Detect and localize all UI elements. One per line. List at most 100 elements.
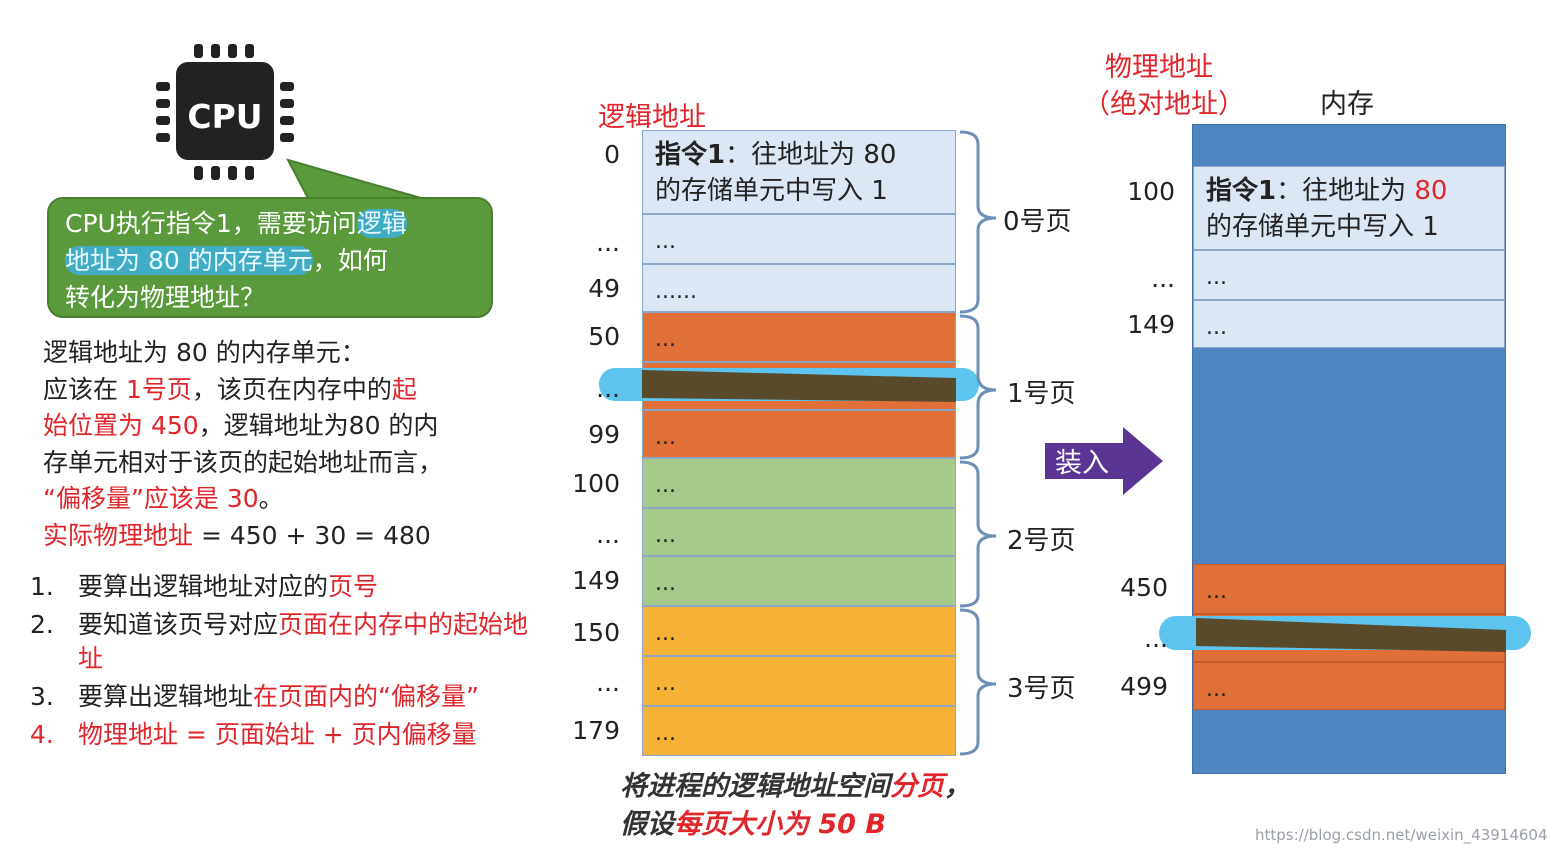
cell-text: ... bbox=[655, 229, 676, 254]
step-text: 要算出逻辑地址 bbox=[78, 682, 254, 711]
physical-address-title: 物理地址 bbox=[1105, 52, 1213, 83]
logical-cell: ... bbox=[642, 556, 956, 606]
logical-cell: ... bbox=[642, 214, 956, 264]
cell-text: ... bbox=[655, 425, 676, 450]
explain-span: 始位置为 450 bbox=[43, 411, 199, 440]
logical-address-label: 179 bbox=[572, 716, 620, 745]
cpu-chip-icon: CPU bbox=[150, 40, 300, 180]
logical-address-label: ... bbox=[596, 520, 620, 549]
caption-highlight: 每页大小为 50 B bbox=[674, 809, 886, 840]
page-braces bbox=[959, 130, 997, 756]
instruction-label: 指令1 bbox=[655, 140, 726, 170]
logical-address-label: 0 bbox=[604, 140, 620, 169]
bubble-highlight: 地址为 80 的内存单元 bbox=[65, 246, 313, 275]
step-item: 4.物理地址 = 页面始址 + 页内偏移量 bbox=[30, 718, 550, 752]
step-number: 1. bbox=[30, 572, 54, 601]
bubble-text: 转化为物理地址？ bbox=[65, 283, 266, 312]
logical-address-label: 149 bbox=[572, 566, 620, 595]
step-highlight: 页面在内存中的起始地址 bbox=[78, 610, 529, 673]
step-highlight: 页号 bbox=[328, 572, 379, 601]
cell-text: ... bbox=[655, 621, 676, 646]
brace-page-2 bbox=[959, 460, 997, 608]
caption-highlight: 分页 bbox=[890, 771, 944, 802]
logical-cell-instruction: 指令1：往地址为 80 的存储单元中写入 1 bbox=[642, 130, 956, 214]
page-label-3: 3号页 bbox=[1007, 674, 1076, 704]
memory-highlight bbox=[1159, 616, 1531, 652]
memory-address-label: 450 bbox=[1120, 573, 1168, 602]
logical-address-label: 100 bbox=[572, 469, 620, 498]
logical-cell: ... bbox=[642, 312, 956, 362]
step-number: 2. bbox=[30, 610, 54, 639]
step-number: 3. bbox=[30, 682, 54, 711]
logical-cell: ... bbox=[642, 706, 956, 756]
explain-span: ，该页在内存中的 bbox=[191, 374, 392, 404]
watermark: https://blog.csdn.net/weixin_43914604 bbox=[1255, 826, 1548, 844]
memory-address-label: ... bbox=[1144, 624, 1168, 653]
memory-address-label: 499 bbox=[1120, 672, 1168, 701]
logical-address-label: 49 bbox=[588, 274, 620, 303]
explain-span: 实际物理地址 bbox=[43, 520, 194, 550]
instruction-label: 指令1 bbox=[1206, 176, 1277, 206]
explain-span: 。 bbox=[258, 484, 284, 513]
bubble-highlight: 逻辑 bbox=[356, 209, 407, 238]
step-highlight: 物理地址 = 页面始址 + 页内偏移量 bbox=[78, 720, 477, 749]
step-text: 要知道该页号对应 bbox=[78, 610, 279, 639]
cell-text: ... bbox=[655, 473, 676, 498]
explain-line: 存单元相对于该页的起始地址而言， bbox=[43, 447, 444, 477]
question-bubble: CPU执行指令1，需要访问逻辑 地址为 80 的内存单元，如何 转化为物理地址？ bbox=[47, 197, 493, 318]
explanation-text: 逻辑地址为 80 的内存单元： 应该在 1号页，该页在内存中的起 始位置为 45… bbox=[43, 335, 543, 554]
memory-cell: ... bbox=[1193, 300, 1505, 348]
step-item: 1. 要算出逻辑地址对应的页号 bbox=[30, 570, 550, 604]
cpu-label: CPU bbox=[187, 97, 263, 136]
logical-cell: ... bbox=[642, 508, 956, 556]
cell-text: ... bbox=[655, 327, 676, 352]
bubble-text: CPU执行指令1，需要访问 bbox=[65, 209, 357, 238]
memory-address-label: ... bbox=[1151, 264, 1175, 293]
absolute-address-title: （绝对地址） bbox=[1083, 89, 1245, 120]
logical-cell: ... bbox=[642, 410, 956, 458]
logical-address-label: ... bbox=[596, 374, 620, 403]
memory-cell: ... bbox=[1193, 564, 1505, 614]
memory-label: 内存 bbox=[1320, 89, 1374, 120]
explain-span: = 450 + 30 = 480 bbox=[193, 520, 431, 550]
logical-address-label: 150 bbox=[572, 618, 620, 647]
step-text: 要算出逻辑地址对应的 bbox=[78, 572, 329, 601]
page-label-1: 1号页 bbox=[1007, 379, 1076, 409]
logical-cell: ... bbox=[642, 458, 956, 508]
step-item: 3. 要算出逻辑地址在页面内的“偏移量” bbox=[30, 680, 550, 714]
logical-cell: ... bbox=[642, 606, 956, 656]
memory-cell-instruction: 指令1：往地址为 80 的存储单元中写入 1 bbox=[1193, 166, 1505, 250]
page-label-2: 2号页 bbox=[1007, 526, 1076, 556]
step-item: 2. 要知道该页号对应页面在内存中的起始地址 bbox=[30, 608, 550, 676]
logical-cell: ...... bbox=[642, 264, 956, 312]
load-arrow: 装入 bbox=[1043, 425, 1165, 497]
memory-cell: ... bbox=[1193, 250, 1505, 300]
cell-text: ...... bbox=[655, 279, 697, 304]
instruction-text: ：往地址为 bbox=[1276, 176, 1415, 206]
memory-cell: ... bbox=[1193, 662, 1505, 710]
step-highlight: 在页面内的“偏移量” bbox=[253, 682, 479, 711]
explain-line: 逻辑地址为 80 的内存单元： bbox=[43, 338, 366, 367]
cell-text: ... bbox=[655, 721, 676, 746]
cell-text: ... bbox=[655, 671, 676, 696]
caption-text: 将进程的逻辑地址空间 bbox=[620, 771, 890, 802]
memory-address-label: 100 bbox=[1127, 177, 1175, 206]
memory-address-label: 149 bbox=[1127, 310, 1175, 339]
instruction-text: 的存储单元中写入 1 bbox=[1206, 212, 1439, 242]
logical-address-label: ... bbox=[596, 668, 620, 697]
cell-text: ... bbox=[1206, 677, 1227, 702]
explain-span: 应该在 bbox=[43, 374, 126, 404]
logical-cell: ... bbox=[642, 656, 956, 706]
caption: 将进程的逻辑地址空间分页，假设每页大小为 50 B bbox=[620, 768, 980, 844]
page-label-0: 0号页 bbox=[1003, 207, 1072, 237]
instruction-text: ：往地址为 80 bbox=[725, 140, 897, 170]
brace-page-0 bbox=[959, 130, 997, 314]
logical-address-title: 逻辑地址 bbox=[598, 102, 706, 133]
explain-span: ，逻辑地址为80 的内 bbox=[198, 411, 439, 440]
explain-span: 1号页 bbox=[125, 374, 192, 404]
explain-span: “偏移量”应该是 30 bbox=[43, 484, 259, 513]
arrow-label: 装入 bbox=[1055, 448, 1109, 479]
caption-text: ，假设 bbox=[620, 771, 971, 840]
logical-address-label: 50 bbox=[588, 322, 620, 351]
instruction-text: 的存储单元中写入 1 bbox=[655, 176, 888, 206]
